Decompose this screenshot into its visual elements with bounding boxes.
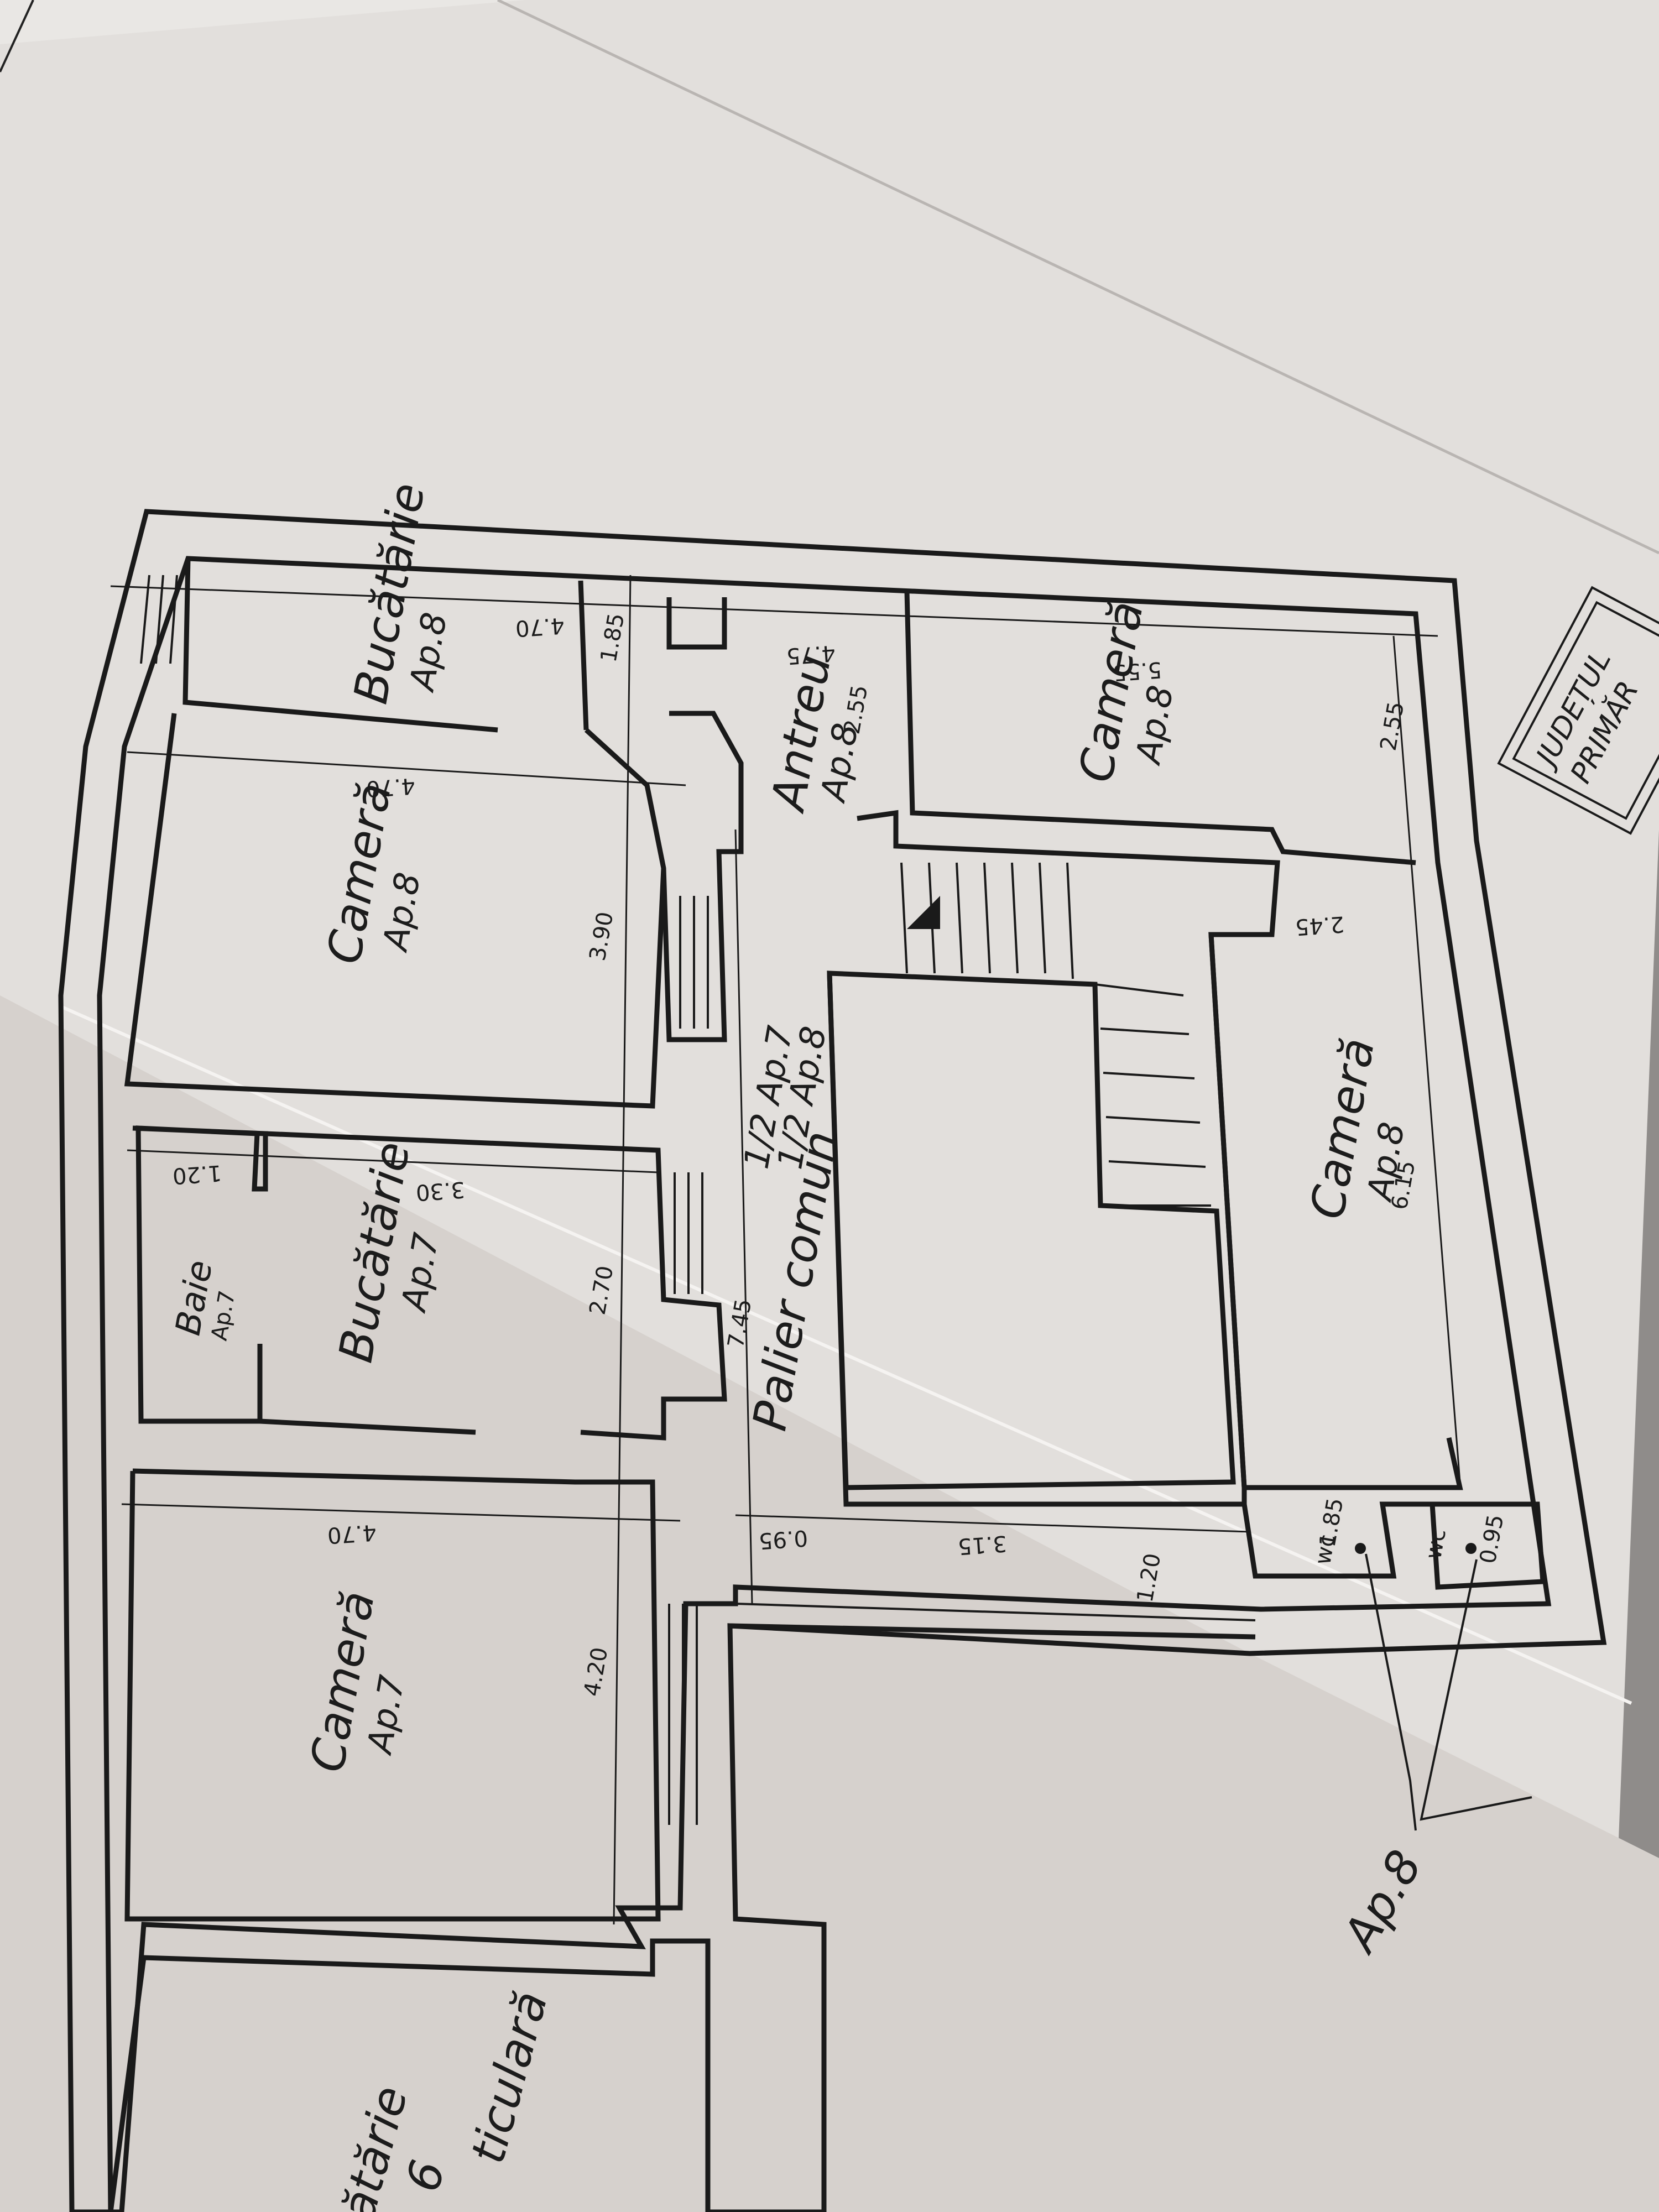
wall-bucatarie-ap8 (182, 558, 498, 733)
wc-fixture-1 (1355, 1543, 1366, 1554)
callout-leader-2 (1420, 1559, 1532, 1821)
stair-main (900, 862, 1211, 1207)
wall-corridor-mid (661, 711, 744, 1042)
dim-line-palier (734, 829, 753, 1604)
dim-text-17: 3.15 (957, 1530, 1008, 1559)
corridor-line (729, 1623, 1256, 1640)
wall-bucatarie-ap7 (265, 1131, 727, 1441)
paper-fold-line (60, 1005, 1632, 1705)
wc-label-1: wc (1310, 1532, 1340, 1567)
dim-line-right (1392, 635, 1461, 1483)
dim-line-bottom (735, 1514, 1250, 1533)
wall-camera-ap8-top-right (904, 591, 1416, 865)
wall-camera-ap8-right (1208, 934, 1463, 1490)
wall-corridor-left (666, 597, 727, 650)
stair-left-lower (668, 1604, 698, 1825)
dim-text-7: 4.70 (365, 773, 416, 801)
stair-left-upper (679, 896, 709, 1029)
wall-baie-ap7 (132, 1125, 268, 1424)
corridor-line-inner (735, 1603, 1256, 1621)
inner-outline (97, 556, 1552, 2212)
wall-wc (1241, 1501, 1546, 1590)
dim-text-1: 4.70 (514, 612, 565, 641)
wc-fixture-2 (1465, 1543, 1477, 1554)
dim-text-16: 0.95 (758, 1525, 808, 1553)
kitchen-partition-ap7 (259, 1418, 476, 1435)
dim-line-ap7 (121, 1503, 681, 1522)
wall-camera-ap7 (124, 1468, 661, 1922)
dim-text-5: 5.55 (1112, 656, 1162, 685)
dim-text-10: 1.20 (171, 1160, 222, 1188)
dim-text-15: 4.70 (326, 1519, 377, 1548)
kitchen-partition-ap8 (578, 580, 589, 731)
wall-camera-ap8-left (124, 713, 666, 1109)
sheet-edge-top (497, 0, 1659, 555)
dim-line-kitchen7 (127, 1149, 659, 1173)
paper-fold-shade (0, 995, 1659, 2212)
dim-line-vertical-left (613, 575, 632, 1925)
dim-text-9: 2.45 (1294, 911, 1345, 940)
sheet-edge (0, 0, 34, 72)
wall-stair-core (827, 810, 1280, 1507)
dim-text-3: 4.75 (785, 640, 836, 669)
dim-text-11: 3.30 (415, 1176, 466, 1205)
stair-left-mid (674, 1172, 703, 1294)
dim-line-top (110, 585, 1438, 637)
window-left-top (140, 575, 178, 664)
dim-line-camera-top (127, 751, 686, 786)
wc-label-2: wc (1421, 1527, 1451, 1561)
outer-wall (58, 509, 1607, 2212)
callout-leader (1365, 1553, 1417, 1831)
